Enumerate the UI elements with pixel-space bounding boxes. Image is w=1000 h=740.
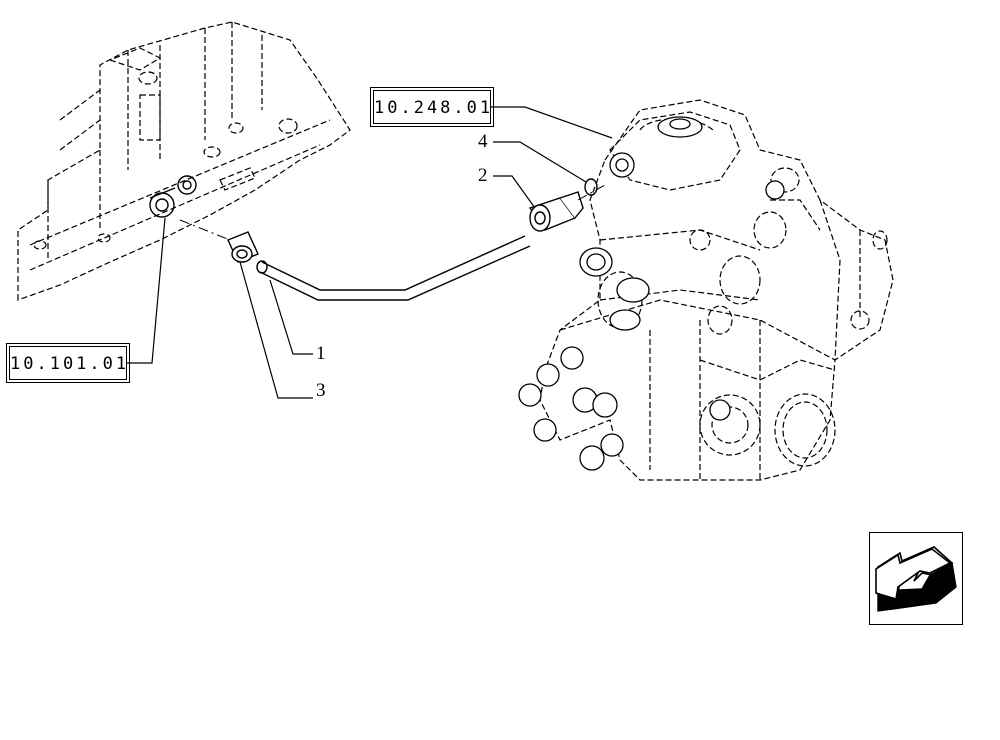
pump-outlet-nozzles	[518, 116, 785, 471]
callout-2: 2	[478, 165, 488, 186]
banjo-fitting	[227, 231, 259, 263]
callout-3: 3	[316, 380, 326, 401]
reference-10-101-01[interactable]: 10.101.01	[6, 343, 130, 383]
engine-block-illustration	[17, 21, 351, 301]
previous-page-button[interactable]	[869, 532, 963, 625]
previous-page-arrow-icon	[875, 546, 957, 612]
alignment-axis-lines	[179, 184, 606, 241]
injection-pump-illustration	[539, 99, 894, 481]
seal-ring	[584, 178, 598, 196]
callout-1: 1	[316, 343, 326, 364]
union-nut	[528, 191, 584, 232]
callout-4: 4	[478, 131, 488, 152]
leader-lines	[127, 106, 613, 399]
engine-port-fitting	[149, 175, 197, 218]
reference-10-248-01[interactable]: 10.248.01	[370, 87, 494, 127]
fuel-pipe	[256, 235, 531, 301]
